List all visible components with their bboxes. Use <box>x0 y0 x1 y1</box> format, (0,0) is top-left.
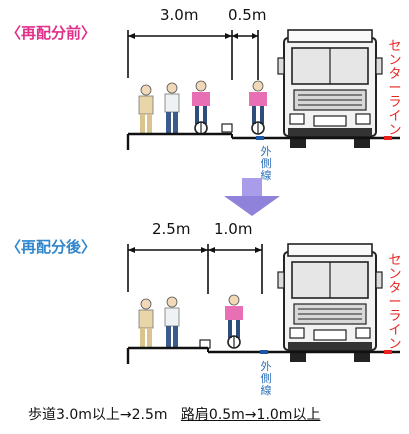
before-truck <box>277 29 383 149</box>
before-center-line-mark <box>384 136 392 140</box>
before-cyclist-1 <box>192 80 210 135</box>
after-center-line-label: センターライン <box>388 253 402 352</box>
after-pedestrian-elderly <box>138 298 154 348</box>
after-cyclist <box>225 294 243 349</box>
before-center-line-label: センターライン <box>388 39 402 138</box>
after-center-line-mark <box>384 350 392 354</box>
before-pedestrian-elderly <box>138 84 154 134</box>
after-outer-line-mark <box>260 350 268 354</box>
before-sidewalk-width: 3.0m <box>160 6 199 24</box>
after-diagram <box>126 243 400 364</box>
before-pedestrian-man <box>164 82 180 134</box>
down-arrow <box>224 178 280 216</box>
after-shoulder-width: 1.0m <box>214 220 253 238</box>
before-shoulder-width: 0.5m <box>228 6 267 24</box>
after-title: 〈再配分後〉 <box>6 238 97 256</box>
after-pedestrian-man <box>164 296 180 348</box>
before-cyclist-2 <box>249 80 267 135</box>
caption-sidewalk-change: 歩道3.0m以上→2.5m <box>28 407 168 423</box>
before-outer-line-label: 外側線 <box>260 145 272 182</box>
before-title: 〈再配分前〉 <box>6 24 97 42</box>
before-curb-block <box>221 123 233 133</box>
after-sidewalk-width: 2.5m <box>152 220 191 238</box>
after-truck <box>277 243 383 363</box>
caption: 歩道3.0m以上→2.5m 路肩0.5m→1.0m以上 <box>28 404 320 424</box>
after-outer-line-label: 外側線 <box>260 360 272 397</box>
before-outer-line-mark <box>256 136 264 140</box>
before-diagram <box>126 29 400 150</box>
caption-shoulder-change: 路肩0.5m→1.0m以上 <box>180 407 321 423</box>
